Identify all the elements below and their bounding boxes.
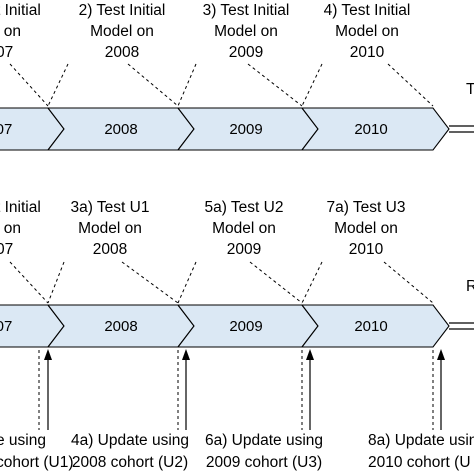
bottom-test-label-1-line1: 3a) Test U1 xyxy=(71,199,150,216)
top-right-label: T xyxy=(466,81,474,98)
bottom-connector-0 xyxy=(9,261,49,304)
bottom-right-label: R xyxy=(466,278,474,295)
bottom-test-label-0-line3: 07 xyxy=(0,241,13,258)
update-label-3: 8a) Update usin 2010 cohort (U xyxy=(368,432,474,471)
top-test-label-2-line1: 3) Test Initial xyxy=(203,2,290,19)
bottom-test-label-0: t Initial l on 07 xyxy=(0,199,41,258)
bottom-connector-1 xyxy=(47,261,179,304)
update-label-1-line2: 2008 cohort (U2) xyxy=(72,454,188,471)
update-arrow-1 xyxy=(177,349,190,430)
top-test-label-3: 4) Test Initial Model on 2010 xyxy=(324,2,411,61)
bottom-test-label-1-line3: 2008 xyxy=(93,241,127,258)
top-test-label-1-line3: 2008 xyxy=(105,44,139,61)
update-label-2-line2: 2009 cohort (U3) xyxy=(206,454,322,471)
update-arrow-0 xyxy=(38,349,52,430)
top-segment-3 xyxy=(300,107,450,151)
bottom-timeline-tail xyxy=(449,322,474,330)
bottom-segment-label-2: 2009 xyxy=(229,318,262,335)
bottom-segment-label-3: 2010 xyxy=(354,318,387,335)
top-test-label-3-line3: 2010 xyxy=(350,44,385,61)
top-segment-label-3: 2010 xyxy=(354,121,387,138)
top-segment-label-1: 2008 xyxy=(104,121,137,138)
top-test-label-2-line2: Model on xyxy=(214,23,278,40)
update-label-0-line1: e using xyxy=(0,432,46,449)
bottom-segment-3 xyxy=(300,304,450,348)
top-test-label-0-line3: 07 xyxy=(0,44,13,61)
top-connector-1 xyxy=(47,63,179,107)
top-connector-3 xyxy=(301,63,434,107)
update-label-3-line2: 2010 cohort (U xyxy=(368,454,471,471)
bottom-test-label-3: 7a) Test U3 Model on 2010 xyxy=(327,199,406,258)
bottom-segment-label-0: 07 xyxy=(0,318,12,335)
bottom-test-label-2-line1: 5a) Test U2 xyxy=(205,199,284,216)
bottom-test-label-2: 5a) Test U2 Model on 2009 xyxy=(205,199,284,258)
update-label-1-line1: 4a) Update using xyxy=(71,432,189,449)
top-connector-2 xyxy=(177,63,303,107)
top-segment-label-2: 2009 xyxy=(229,121,262,138)
update-label-3-line1: 8a) Update usin xyxy=(368,432,474,449)
bottom-test-label-2-line3: 2009 xyxy=(227,241,261,258)
update-label-2-line1: 6a) Update using xyxy=(205,432,323,449)
top-test-label-2-line3: 2009 xyxy=(229,44,263,61)
update-arrow-3 xyxy=(432,349,445,430)
top-test-label-1-line1: 2) Test Initial xyxy=(79,2,166,19)
top-timeline: t Initial l on 07 2) Test Initial Model … xyxy=(0,2,474,151)
bottom-test-label-1-line2: Model on xyxy=(78,220,142,237)
top-test-label-0-line1: t Initial xyxy=(0,2,41,19)
bottom-test-label-0-line1: t Initial xyxy=(0,199,41,216)
top-test-label-2: 3) Test Initial Model on 2009 xyxy=(203,2,290,61)
bottom-connector-3 xyxy=(301,261,434,304)
update-label-2: 6a) Update using 2009 cohort (U3) xyxy=(205,432,323,471)
update-label-0: e using cohort (U1) xyxy=(0,432,74,471)
top-test-label-3-line2: Model on xyxy=(335,23,399,40)
update-arrow-2 xyxy=(301,349,314,430)
bottom-connector-2 xyxy=(177,261,303,304)
top-segment-label-0: 07 xyxy=(0,121,12,138)
top-test-label-0-line2: l on xyxy=(0,23,21,40)
top-test-label-1: 2) Test Initial Model on 2008 xyxy=(79,2,166,61)
top-connector-0 xyxy=(9,63,49,107)
bottom-test-label-2-line2: Model on xyxy=(212,220,276,237)
bottom-test-label-3-line3: 2010 xyxy=(349,241,384,258)
bottom-test-label-3-line2: Model on xyxy=(334,220,398,237)
top-test-label-3-line1: 4) Test Initial xyxy=(324,2,411,19)
top-timeline-tail xyxy=(449,125,474,133)
update-label-1: 4a) Update using 2008 cohort (U2) xyxy=(71,432,189,471)
update-label-0-line2: cohort (U1) xyxy=(0,454,74,471)
bottom-test-label-1: 3a) Test U1 Model on 2008 xyxy=(71,199,150,258)
top-test-label-0: t Initial l on 07 xyxy=(0,2,41,61)
bottom-test-label-0-line2: l on xyxy=(0,220,21,237)
top-test-label-1-line2: Model on xyxy=(90,23,154,40)
bottom-timeline: t Initial l on 07 3a) Test U1 Model on 2… xyxy=(0,199,474,471)
bottom-segment-label-1: 2008 xyxy=(104,318,137,335)
bottom-test-label-3-line1: 7a) Test U3 xyxy=(327,199,406,216)
